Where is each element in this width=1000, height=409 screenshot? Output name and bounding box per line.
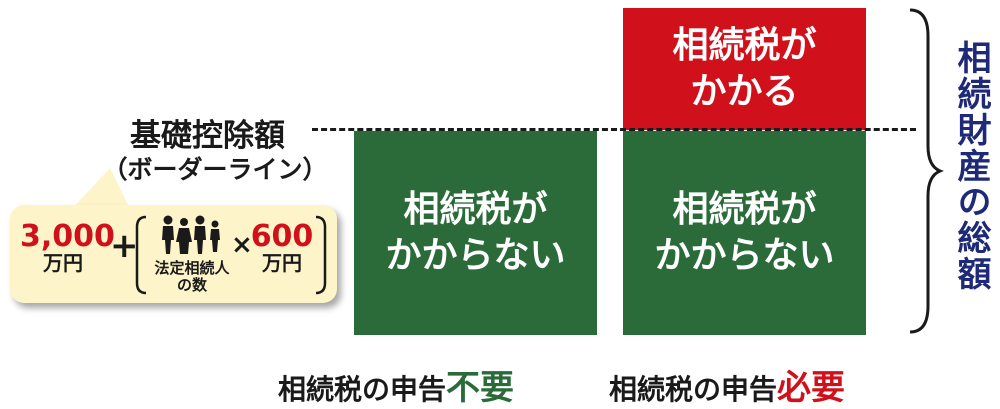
heirs-label-line1: 法定相続人 [154, 259, 230, 277]
per-heir-group: 600 万円 [250, 219, 314, 275]
heirs-label: 法定相続人 の数 [140, 260, 244, 294]
caption-left-highlight: 不要 [446, 368, 515, 408]
times-sign: × [231, 230, 253, 260]
per-heir-unit: 万円 [262, 251, 302, 275]
tax-box: 相続税が かかる [623, 8, 866, 130]
formula-bubble [10, 205, 337, 303]
base-amount-group: 3,000 万円 [20, 219, 115, 275]
caption-right-prefix: 相続税の申告 [609, 373, 778, 406]
per-heir-amount: 600 [250, 219, 314, 254]
left-bracket [135, 215, 147, 295]
total-brace [909, 8, 944, 334]
plus-sign: + [110, 226, 139, 266]
no-tax-box-left: 相続税が かからない [354, 131, 597, 335]
basic-deduction-label: 基礎控除額 [130, 118, 285, 154]
family-icon [162, 215, 220, 254]
borderline-label: （ボーダーライン） [102, 155, 328, 184]
no-tax-box-right: 相続税が かからない [623, 131, 866, 335]
right-bracket [315, 215, 327, 295]
basic-deduction-line [312, 128, 916, 131]
heirs-label-line2: の数 [176, 276, 207, 294]
bubble-tail [68, 168, 132, 213]
base-amount: 3,000 [20, 219, 115, 254]
base-unit: 万円 [43, 251, 83, 275]
caption-right-highlight: 必要 [777, 368, 846, 408]
total-estate-label: 相続財産の総額 [951, 40, 991, 292]
caption-left-prefix: 相続税の申告 [278, 373, 447, 406]
caption-required: 相続税の申告必要 [609, 360, 845, 409]
caption-not-required: 相続税の申告不要 [278, 360, 514, 409]
